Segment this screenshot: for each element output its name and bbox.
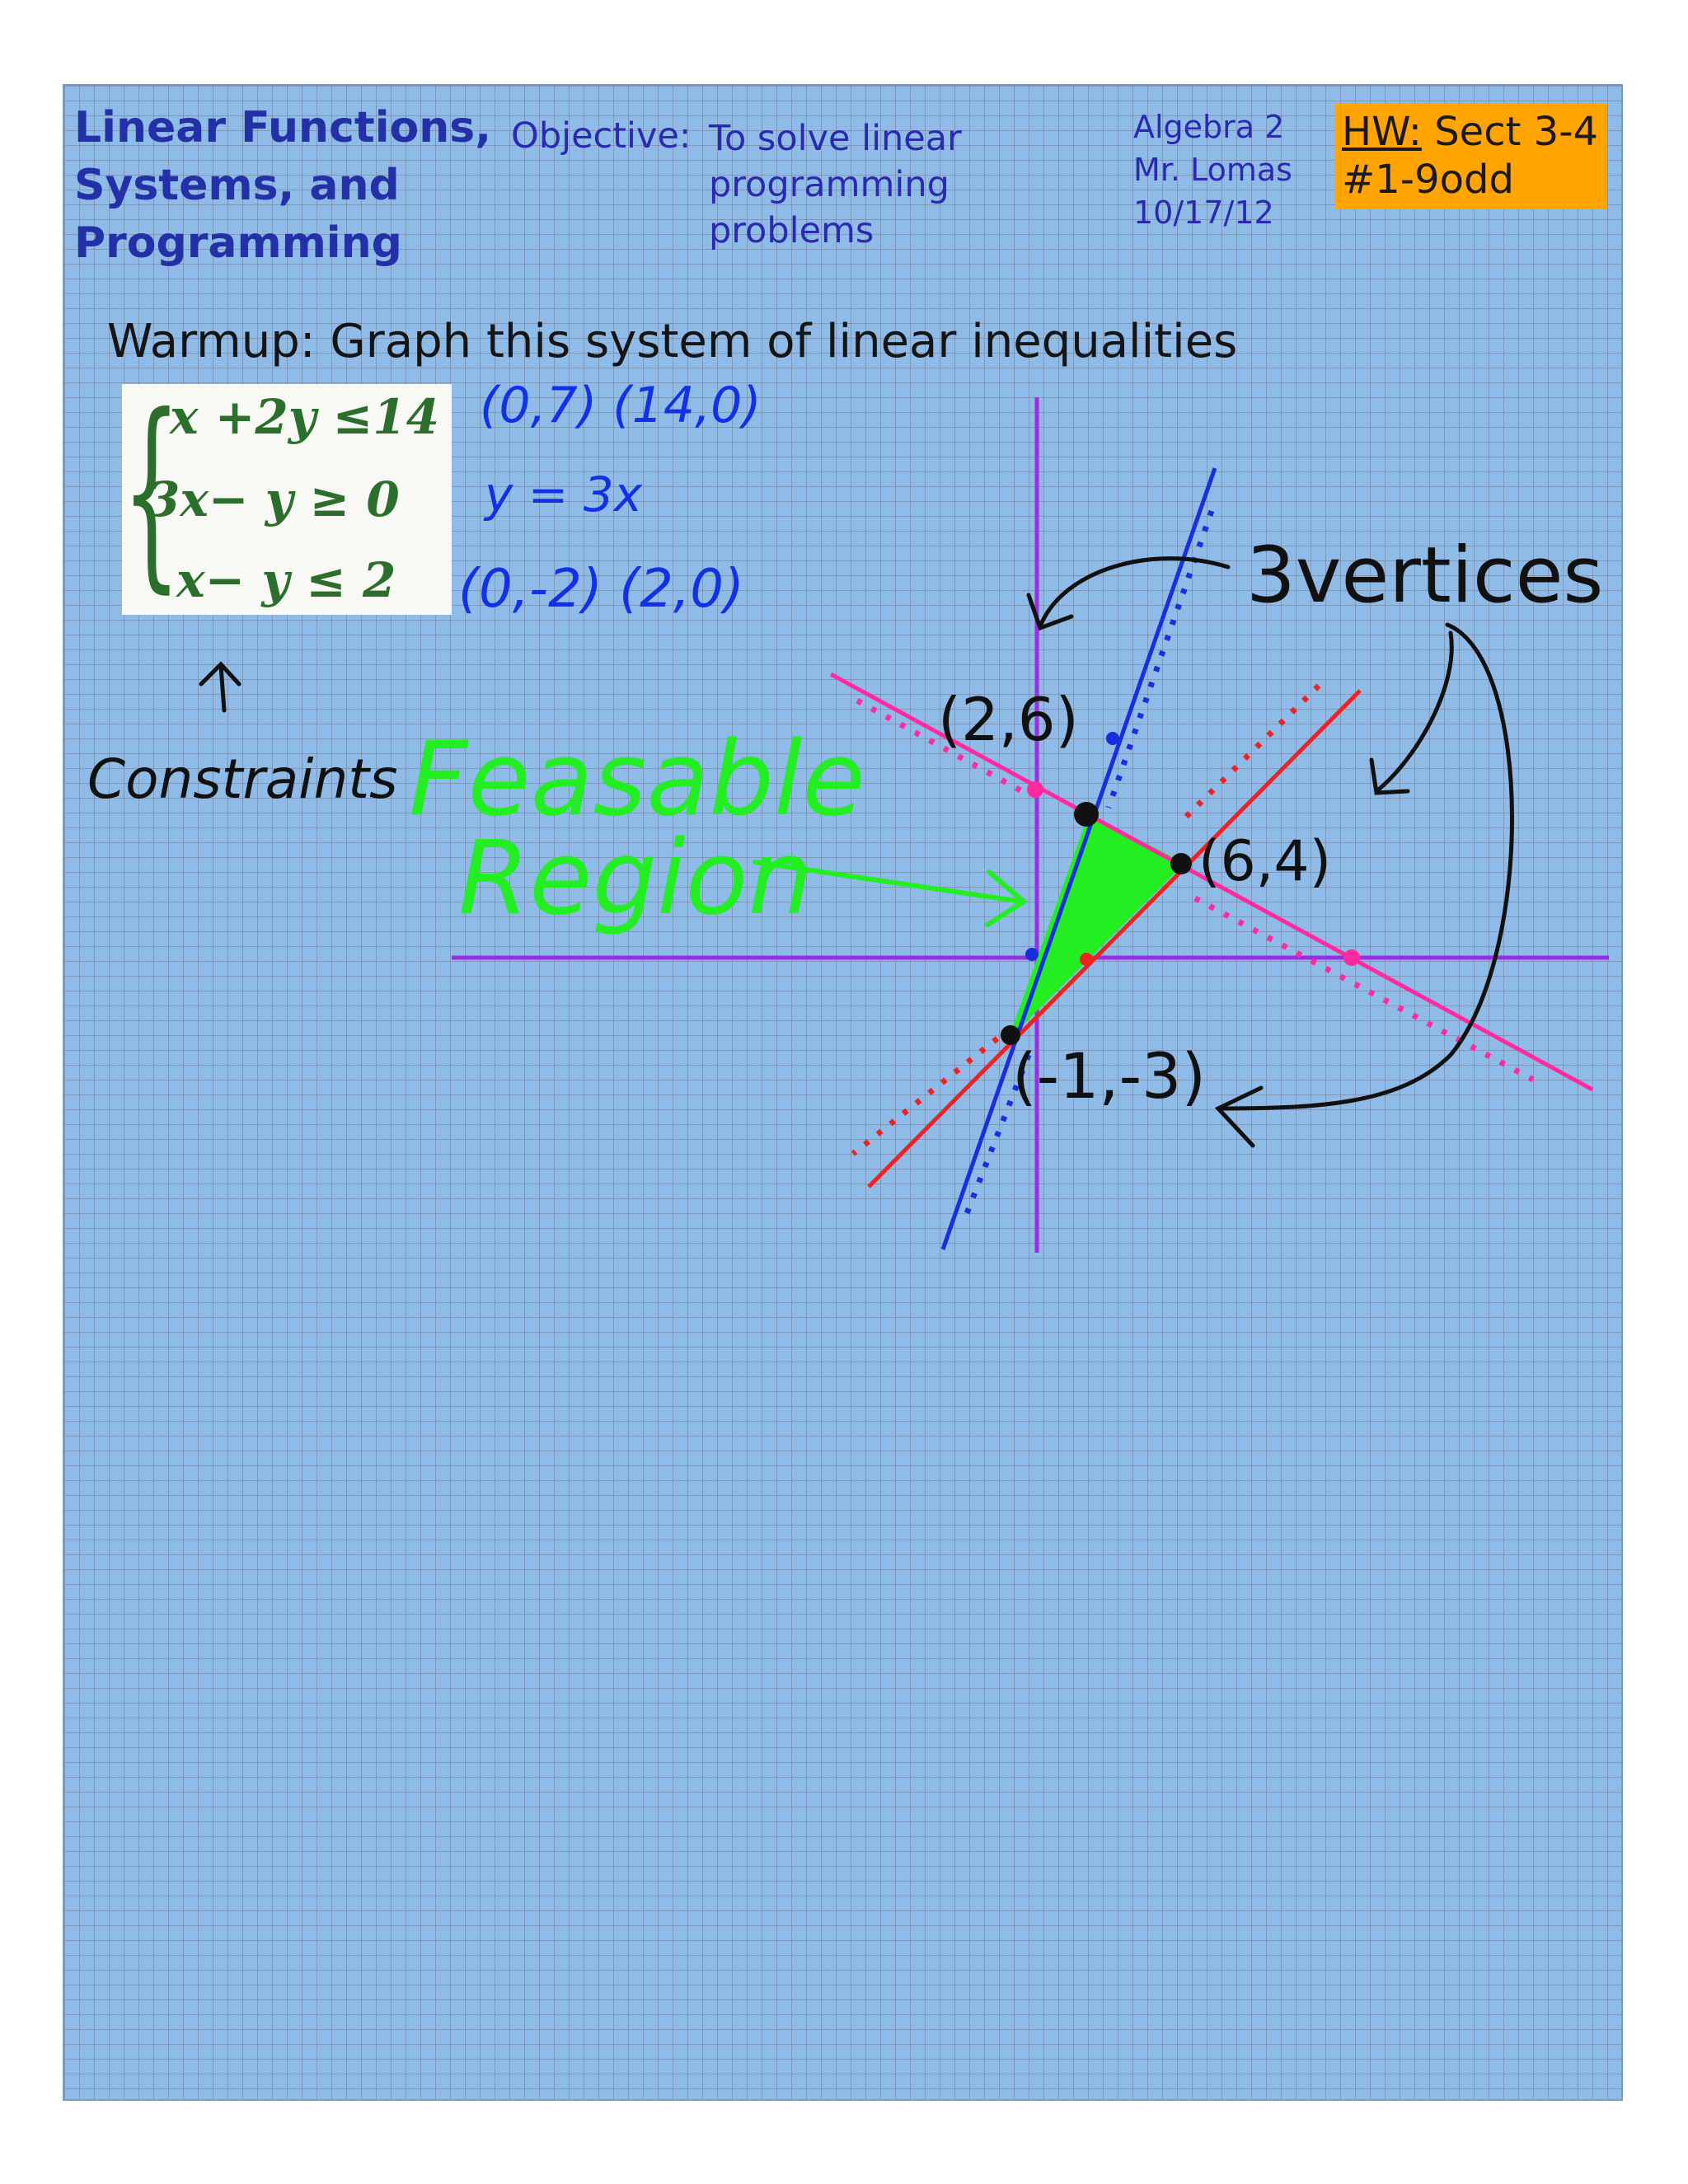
- feasible-label-line-1: Feasable: [409, 720, 865, 839]
- intercepts-note-3: (0,-2) (2,0): [458, 559, 744, 620]
- shading-pink-lower: [1193, 895, 1535, 1083]
- intercept-dot-14-0: [1343, 949, 1360, 966]
- course-info: Algebra 2 Mr. Lomas 10/17/12: [1133, 105, 1292, 234]
- point-dot-blue-origin: [1025, 948, 1039, 961]
- line-note-2: y = 3x: [483, 466, 643, 523]
- constraints-label: Constraints: [87, 748, 398, 811]
- title-line-1: Linear Functions,: [74, 103, 492, 152]
- intercepts-note-1: (0,7) (14,0): [480, 377, 762, 434]
- vertex-dot-2-6: [1074, 802, 1099, 827]
- vertex-arrow-top: [1026, 556, 1231, 631]
- vertex-dot-neg1-neg3: [1001, 1025, 1020, 1045]
- warmup-prompt: Warmup: Graph this system of linear ineq…: [107, 315, 1238, 368]
- vertex-arrow-bottom: [1214, 622, 1514, 1148]
- course-name: Algebra 2: [1133, 109, 1285, 145]
- intercept-dot-2-0: [1080, 953, 1093, 966]
- title-line-3: Programming: [74, 218, 402, 268]
- title-line-2: Systems, and: [74, 161, 400, 210]
- vertices-label: 3vertices: [1246, 531, 1603, 621]
- objective-text: To solve linear programming problems: [709, 115, 962, 254]
- line-x-minus-y: [867, 689, 1362, 1188]
- vertex-label-neg1-neg3: (-1,-3): [1012, 1039, 1206, 1113]
- objective-label: Objective:: [511, 115, 692, 157]
- system-brace: {: [122, 371, 181, 611]
- inequality-2: 3x− y ≥ 0: [147, 471, 400, 527]
- teacher-name: Mr. Lomas: [1133, 152, 1292, 188]
- vertex-arrow-right: [1369, 630, 1454, 795]
- vertex-label-2-6: (2,6): [938, 685, 1079, 754]
- inequality-1: x +2y ≤14: [170, 389, 439, 445]
- homework-label: HW:: [1342, 109, 1422, 155]
- feasible-label-line-2: Region: [458, 819, 813, 938]
- shading-red-lower: [851, 1036, 1000, 1156]
- inequality-3: x− y ≤ 2: [176, 552, 396, 608]
- homework-problems: #1-9odd: [1342, 157, 1514, 203]
- objective-line-1: To solve linear: [709, 118, 962, 159]
- point-dot-blue-upper: [1106, 732, 1119, 745]
- line-3x: [940, 467, 1217, 1250]
- lesson-title: Linear Functions, Systems, and Programmi…: [74, 99, 491, 272]
- vertex-dot-6-4: [1170, 853, 1192, 874]
- intercept-dot-0-7: [1027, 781, 1043, 798]
- lesson-date: 10/17/12: [1133, 194, 1274, 231]
- vertex-label-6-4: (6,4): [1198, 829, 1331, 894]
- homework-box: HW: Sect 3-4 #1-9odd: [1335, 104, 1607, 209]
- line-x-plus-2y: [829, 672, 1594, 1092]
- objective-line-3: problems: [709, 210, 874, 251]
- shading-blue-upper: [1105, 509, 1215, 809]
- inequality-system: { x +2y ≤14 3x− y ≥ 0 x− y ≤ 2: [122, 376, 452, 615]
- homework-line-1: HW: Sect 3-4: [1342, 109, 1598, 155]
- feasible-arrow: [753, 860, 1026, 927]
- homework-section: Sect 3-4: [1434, 109, 1599, 155]
- constraints-arrow: [199, 661, 241, 713]
- objective-line-2: programming: [709, 164, 950, 205]
